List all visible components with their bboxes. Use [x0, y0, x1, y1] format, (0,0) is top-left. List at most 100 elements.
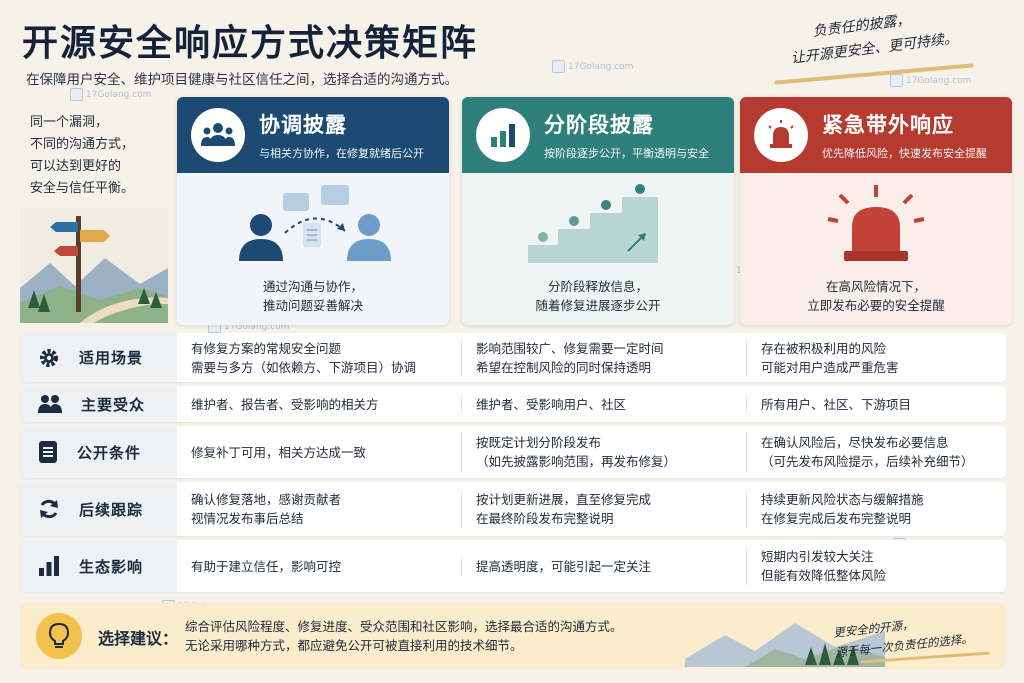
lightbulb-icon [36, 613, 82, 659]
advice-text: 综合评估风险程度、修复进度、受众范围和社区影响，选择最合适的沟通方式。 无论采用… [185, 617, 623, 655]
table-cell: 影响范围较广、修复需要一定时间 希望在控制风险的同时保持透明 [461, 338, 746, 377]
card-subtitle: 按阶段逐步公开，平衡透明与安全 [544, 147, 709, 160]
refresh-icon [40, 499, 58, 519]
card-description: 在高风险情况下， 立即发布必要的安全提醒 [740, 277, 1012, 315]
cell-line: 视情况发布事后总结 [191, 511, 304, 526]
table-row: 适用场景 有修复方案的常规安全问题 需要与多方（如依赖方、下游项目）协调 影响范… [20, 333, 1006, 382]
row-header: 适用场景 [20, 333, 177, 382]
advice-line: 综合评估风险程度、修复进度、受众范围和社区影响，选择最合适的沟通方式。 [185, 619, 623, 634]
card-staged-disclosure: 分阶段披露 按阶段逐步公开，平衡透明与安全 分阶段释放信息， 随着修复进展逐步公… [462, 97, 734, 325]
intro-line: 可以达到更好的 [30, 159, 122, 174]
signpost-illustration [20, 208, 168, 323]
table-row: 生态影响 有助于建立信任，影响可控 提高透明度，可能引起一定关注 短期内引发较大… [20, 540, 1006, 592]
users-icon [38, 395, 62, 413]
siren-icon [768, 120, 794, 148]
card-coordinated-disclosure: 协调披露 与相关方协作，在修复就绪后公开 通过沟通与协作， 推动问题妥善解决 [177, 97, 449, 325]
table-cell: 有助于建立信任，影响可控 [177, 557, 461, 576]
bar-chart-icon [39, 556, 59, 576]
intro-text: 同一个漏洞， 不同的沟通方式， 可以达到更好的 安全与信任平衡。 [30, 112, 160, 200]
bar-chart-icon [491, 124, 515, 147]
document-icon [39, 441, 57, 463]
cell-line: 需要与多方（如依赖方、下游项目）协调 [191, 359, 417, 375]
watermark: 17Golang.com [70, 88, 151, 101]
cell-line: 所有用户、社区、下游项目 [761, 396, 912, 412]
card-description-line: 在高风险情况下， [825, 279, 926, 294]
card-body: 分阶段释放信息， 随着修复进展逐步公开 [462, 173, 734, 325]
cell-line: 短期内引发较大关注 [761, 549, 874, 564]
table-cell: 维护者、报告者、受影响的相关方 [177, 395, 461, 414]
card-description: 分阶段释放信息， 随着修复进展逐步公开 [462, 277, 734, 315]
advice-banner: 选择建议： 综合评估风险程度、修复进度、受众范围和社区影响，选择最合适的沟通方式… [20, 603, 1006, 669]
cell-line: 可能对用户造成严重危害 [761, 359, 899, 375]
table-cell: 存在被积极利用的风险 可能对用户造成严重危害 [746, 338, 1006, 377]
stairs-illustration [528, 184, 658, 263]
alarm-siren-illustration [827, 185, 925, 261]
table-cell: 确认修复落地，感谢贡献者 视情况发布事后总结 [177, 490, 461, 528]
row-header: 公开条件 [20, 426, 177, 478]
card-icon-circle [191, 108, 245, 162]
cell-line: 确认修复落地，感谢贡献者 [191, 492, 342, 507]
advice-label: 选择建议： [98, 629, 179, 648]
cell-line: 修复补丁可用，相关方达成一致 [191, 444, 367, 460]
row-label: 主要受众 [81, 395, 146, 414]
motto: 负责任的披露， 让开源更安全、更可持续。 [746, 0, 980, 76]
card-header: 协调披露 与相关方协作，在修复就绪后公开 [177, 97, 449, 173]
card-emergency-response: 紧急带外响应 优先降低风险，快速发布安全提醒 在高风险情况下， 立即发布必要的安… [740, 97, 1012, 325]
intro-line: 同一个漏洞， [30, 115, 109, 130]
gear-icon [40, 348, 58, 367]
cell-line: 在修复完成后发布完整说明 [761, 511, 912, 526]
cell-line: 维护者、报告者、受影响的相关方 [191, 396, 379, 412]
people-group-icon [201, 123, 235, 146]
watermark-logo-icon [890, 74, 903, 87]
table-cell: 提高透明度，可能引起一定关注 [461, 556, 746, 576]
card-subtitle: 与相关方协作，在修复就绪后公开 [259, 147, 424, 160]
watermark-logo-icon [70, 88, 83, 101]
card-body: 通过沟通与协作， 推动问题妥善解决 [177, 173, 449, 325]
cell-line: 存在被积极利用的风险 [761, 340, 887, 356]
cell-line: 维护者、受影响用户、社区 [476, 396, 627, 412]
table-cell: 按既定计划分阶段发布 （如先披露影响范围，再发布修复） [461, 433, 746, 471]
card-header: 分阶段披露 按阶段逐步公开，平衡透明与安全 [462, 97, 734, 173]
watermark: 17Golang.com [552, 60, 633, 73]
decision-matrix: 适用场景 有修复方案的常规安全问题 需要与多方（如依赖方、下游项目）协调 影响范… [20, 333, 1006, 596]
row-header: 主要受众 [20, 386, 177, 422]
cell-line: 按计划更新进展，直至修复完成 [476, 492, 652, 507]
cell-line: 有助于建立信任，影响可控 [191, 558, 342, 574]
row-label: 适用场景 [79, 349, 144, 367]
card-title: 分阶段披露 [544, 113, 654, 137]
card-header: 紧急带外响应 优先降低风险，快速发布安全提醒 [740, 97, 1012, 173]
cell-line: 有修复方案的常规安全问题 [191, 340, 342, 356]
collaboration-illustration [239, 185, 391, 261]
card-description-line: 通过沟通与协作， [262, 279, 363, 294]
table-cell: 按计划更新进展，直至修复完成 在最终阶段发布完整说明 [461, 490, 746, 528]
card-description-line: 立即发布必要的安全提醒 [807, 298, 945, 313]
cell-line: （如先披露影响范围，再发布修复） [476, 454, 677, 469]
cell-line: 提高透明度，可能引起一定关注 [476, 558, 652, 574]
card-description-line: 随着修复进展逐步公开 [535, 298, 661, 313]
row-label: 公开条件 [77, 443, 142, 462]
page-title: 开源安全响应方式决策矩阵 [22, 23, 479, 64]
cell-line: （可先发布风险提示，后续补充细节） [761, 454, 974, 469]
card-title: 协调披露 [259, 113, 347, 137]
table-row: 公开条件 修复补丁可用，相关方达成一致 按既定计划分阶段发布 （如先披露影响范围… [20, 426, 1006, 478]
cell-line: 但能有效降低整体风险 [761, 568, 887, 583]
intro-line: 安全与信任平衡。 [30, 181, 135, 196]
row-label: 生态影响 [79, 557, 144, 576]
table-cell: 持续更新风险状态与缓解措施 在修复完成后发布完整说明 [746, 490, 1006, 528]
cell-line: 按既定计划分阶段发布 [476, 435, 602, 450]
table-cell: 在确认风险后，尽快发布必要信息 （可先发布风险提示，后续补充细节） [746, 433, 1006, 471]
card-body: 在高风险情况下， 立即发布必要的安全提醒 [740, 173, 1012, 325]
card-icon-circle [754, 108, 808, 162]
table-row: 主要受众 维护者、报告者、受影响的相关方 维护者、受影响用户、社区 所有用户、社… [20, 386, 1006, 422]
card-description-line: 推动问题妥善解决 [262, 298, 363, 313]
table-cell: 维护者、受影响用户、社区 [461, 394, 746, 414]
table-row: 后续跟踪 确认修复落地，感谢贡献者 视情况发布事后总结 按计划更新进展，直至修复… [20, 482, 1006, 536]
cell-line: 持续更新风险状态与缓解措施 [761, 492, 924, 507]
watermark-logo-icon [552, 60, 565, 73]
page-subtitle: 在保障用户安全、维护项目健康与社区信任之间，选择合适的沟通方式。 [26, 72, 458, 88]
card-description: 通过沟通与协作， 推动问题妥善解决 [177, 277, 449, 315]
advice-line: 无论采用哪种方式，都应避免公开可被直接利用的技术细节。 [185, 638, 523, 653]
table-cell: 修复补丁可用，相关方达成一致 [177, 443, 461, 462]
card-icon-circle [476, 108, 530, 162]
card-description-line: 分阶段释放信息， [547, 279, 648, 294]
